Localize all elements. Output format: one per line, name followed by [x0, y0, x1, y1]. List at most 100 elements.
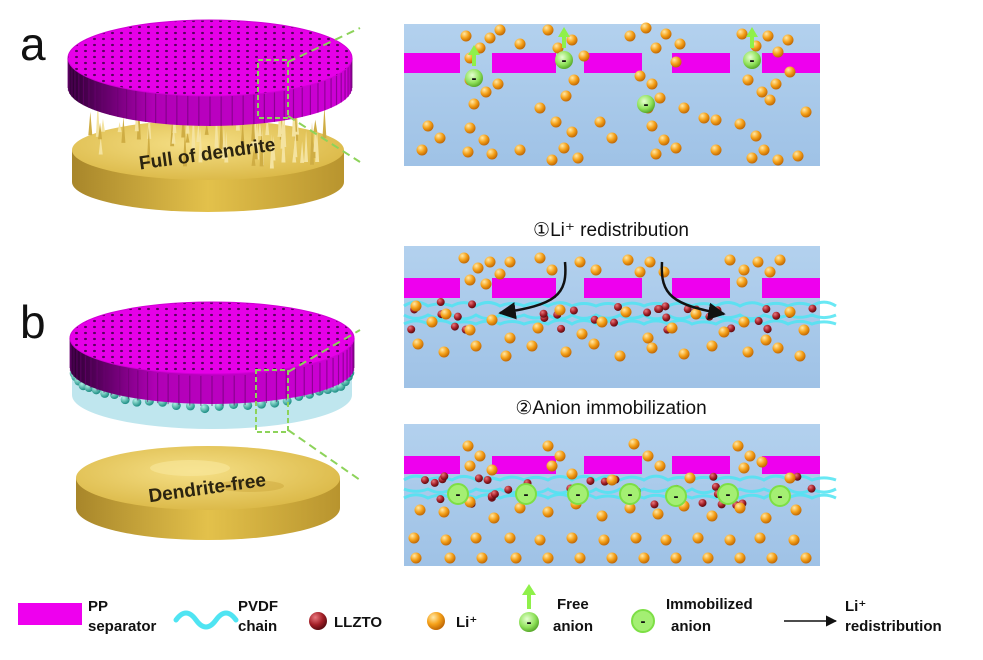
li-ion	[770, 78, 782, 90]
coating-particle	[200, 404, 210, 414]
dendrite-spike	[221, 126, 226, 159]
li-ion	[742, 346, 754, 358]
llzto-particle	[539, 309, 548, 318]
llzto-particle	[662, 313, 671, 322]
li-ion	[414, 504, 426, 516]
dendrite-spike	[269, 134, 274, 169]
li-ion	[594, 116, 606, 128]
llzto-particle	[609, 318, 618, 327]
li-ion	[624, 502, 636, 514]
pp-separator-segment	[584, 53, 642, 73]
li-ion	[576, 328, 588, 340]
llzto-particle	[763, 325, 772, 334]
free-anion-swatch	[519, 612, 539, 632]
step1-title: ①Li⁺ redistribution	[533, 220, 689, 241]
dendrite-spike	[98, 122, 103, 140]
llzto-particle	[661, 302, 670, 311]
li-ion	[734, 552, 746, 564]
li-ion	[718, 326, 730, 338]
li-ion	[444, 552, 456, 564]
dendrite-spike	[214, 108, 219, 148]
li-ion	[596, 316, 608, 328]
li-ion	[784, 472, 796, 484]
anion-sign: -	[726, 486, 731, 503]
li-ion	[492, 78, 504, 90]
li-ion	[472, 262, 484, 274]
panel-letter-b: b	[20, 296, 46, 348]
llzto-particle	[474, 474, 483, 483]
dendrite-spike	[95, 101, 100, 137]
llzto-particle	[754, 317, 763, 326]
coated-separator-disc-b	[69, 301, 355, 429]
li-ion	[784, 306, 796, 318]
li-ion	[772, 154, 784, 166]
li-ion	[744, 450, 756, 462]
llzto-particle	[407, 325, 416, 334]
li-ion	[650, 148, 662, 160]
dendrite-spike	[277, 124, 282, 137]
li-ion	[710, 114, 722, 126]
li-ion	[546, 154, 558, 166]
li-ion	[438, 346, 450, 358]
li-ion	[422, 120, 434, 132]
li-ion	[738, 462, 750, 474]
free-anion	[555, 51, 573, 69]
panel-b-step1-schematic	[403, 246, 837, 388]
li-ion	[746, 152, 758, 164]
dendrite-spike	[219, 105, 224, 150]
li-ion	[566, 34, 578, 46]
li-ion	[738, 264, 750, 276]
pp-separator-segment	[404, 456, 460, 474]
li-ion	[532, 322, 544, 334]
legend-li-label: Li⁺	[456, 614, 477, 631]
dendrite-spike	[315, 129, 320, 163]
legend-free-anion: - Free anion	[519, 584, 593, 635]
li-ion	[782, 34, 794, 46]
li-ion	[734, 502, 746, 514]
li-ion	[480, 278, 492, 290]
dendrite-spike	[292, 145, 297, 163]
legend-li-redistribution: Li⁺ redistribution	[784, 598, 942, 635]
dendrite-spike	[322, 106, 327, 139]
li-ion	[634, 70, 646, 82]
li-ion	[762, 30, 774, 42]
anion-sign: -	[524, 486, 529, 503]
li-ion	[484, 32, 496, 44]
dendrite-spike	[265, 113, 270, 136]
pp-separator-swatch	[18, 603, 82, 625]
dendrite-spike	[198, 127, 203, 163]
li-ion	[566, 126, 578, 138]
li-ion	[670, 142, 682, 154]
li-ion	[620, 306, 632, 318]
li-ion	[732, 440, 744, 452]
legend-redis-line2: redistribution	[845, 618, 942, 635]
anion-sign: -	[472, 70, 477, 87]
pvdf-chain-swatch	[173, 610, 239, 630]
coating-particle	[214, 401, 224, 411]
li-ion	[652, 508, 664, 520]
li-ion	[784, 66, 796, 78]
li-ion	[462, 146, 474, 158]
pvdf-chain	[403, 487, 837, 495]
li-ion	[624, 30, 636, 42]
li-ion	[752, 256, 764, 268]
legend-pp-separator: PP separator	[18, 598, 157, 635]
legend-free-anion-sign: -	[527, 614, 532, 631]
li-ion	[646, 342, 658, 354]
li-ion	[658, 266, 670, 278]
li-ion	[486, 464, 498, 476]
legend-immobilized-anion-sign: -	[641, 613, 646, 630]
dendrite-spike	[313, 121, 318, 152]
li-ion	[484, 256, 496, 268]
llzto-particle	[711, 482, 720, 491]
li-ion	[798, 324, 810, 336]
legend-llzto-label: LLZTO	[334, 614, 382, 631]
dendrite-spike	[182, 129, 187, 167]
li-ion	[622, 254, 634, 266]
li-ion	[690, 308, 702, 320]
li-ion	[486, 314, 498, 326]
li-ion	[642, 332, 654, 344]
li-ion	[654, 92, 666, 104]
llzto-particle	[490, 490, 499, 499]
li-ion	[750, 130, 762, 142]
